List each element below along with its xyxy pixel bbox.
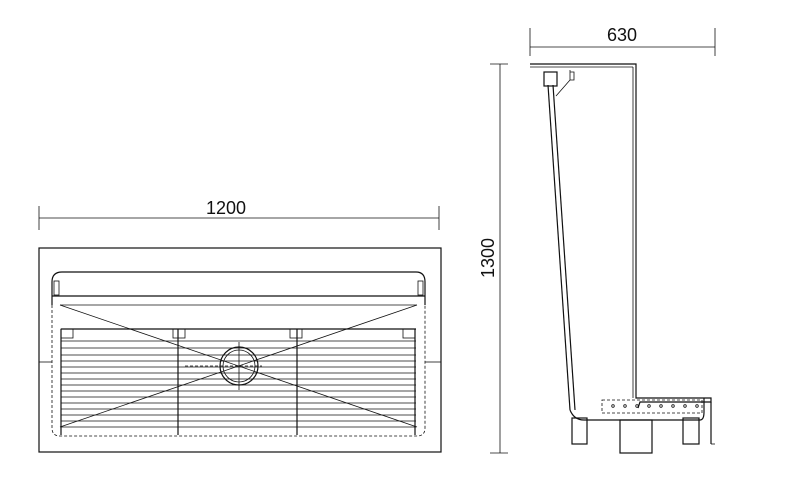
front-view: 1200 [38,198,442,453]
spray-bar [601,399,703,414]
depth-dimension-line [529,28,716,56]
trough-basin [51,305,426,437]
pipe-fitting [543,71,558,87]
drain-outlet [185,342,262,390]
height-dimension-label: 1300 [478,238,498,278]
diagonal-cross-lines [59,304,418,428]
width-dimension-label: 1200 [206,198,246,218]
drain-outlet-side [619,419,653,454]
trough-rim [51,271,426,305]
spray-holes [611,404,699,408]
basin-profile [569,398,705,421]
wall-panel-profile [530,63,712,409]
width-dimension-line [38,206,440,230]
bracket-left [53,280,60,296]
supply-pipe [543,70,576,411]
bracket-right [417,280,424,296]
height-dimension-line [490,63,508,454]
depth-dimension-label: 630 [607,25,637,45]
wall-panel-outline [38,247,442,453]
foot-left [571,417,588,445]
side-view: 630 1300 [478,25,716,454]
grate [60,328,416,435]
foot-right [682,417,700,445]
